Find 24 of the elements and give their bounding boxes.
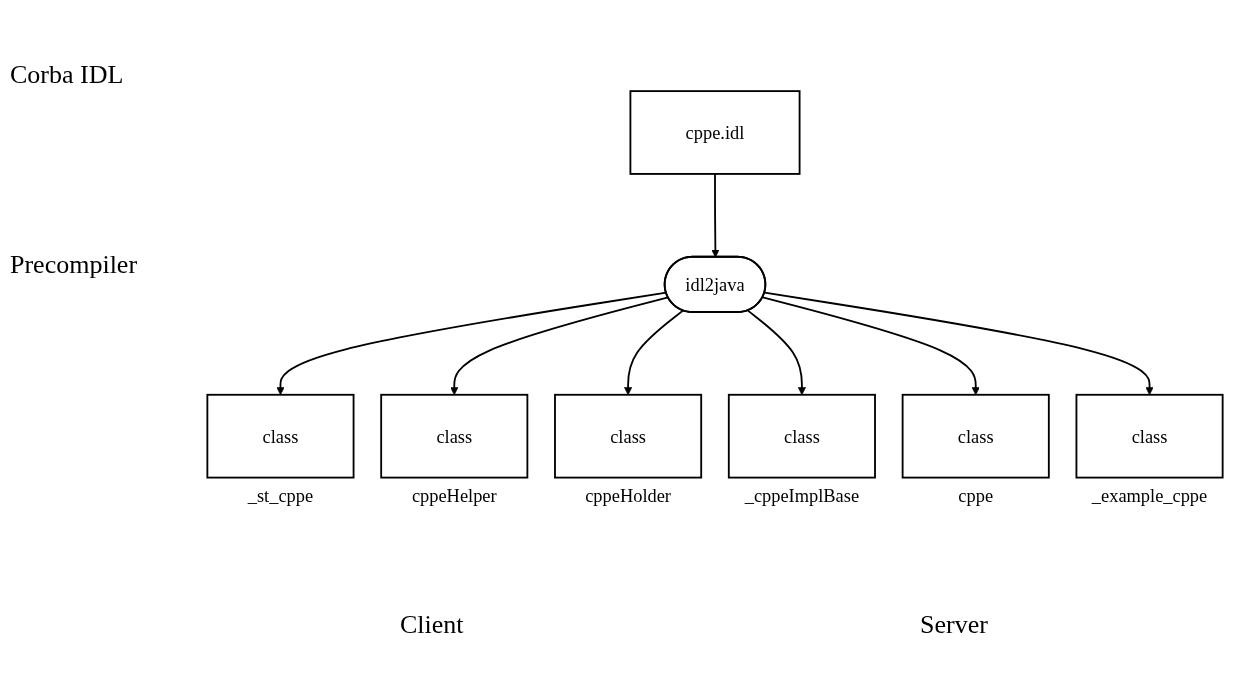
class-name-label: cppeHolder — [585, 485, 671, 506]
class-name-label: _st_cppe — [247, 485, 314, 506]
arrow — [450, 296, 670, 396]
layer-label: Corba IDL — [10, 60, 124, 90]
arrow — [763, 291, 1154, 396]
node-box: cppe.idl — [629, 90, 801, 175]
node-box: class — [901, 393, 1050, 479]
arrow — [761, 296, 980, 396]
node-box: class — [380, 393, 529, 479]
class-name-label: cppe — [958, 485, 994, 506]
group-label: Server — [920, 610, 988, 640]
node-box: class — [1075, 393, 1224, 479]
arrow — [624, 309, 684, 396]
class-name-label: _cppeImplBase — [744, 485, 860, 506]
layer-label: Precompiler — [10, 250, 138, 280]
arrow — [747, 309, 806, 396]
node-box: class — [206, 393, 355, 479]
arrow — [276, 291, 668, 396]
group-label: Client — [400, 610, 464, 640]
node-box: class — [727, 393, 876, 479]
class-name-label: _example_cppe — [1091, 485, 1208, 506]
arrow — [711, 173, 720, 258]
node-box: class — [554, 393, 703, 479]
class-name-label: cppeHelper — [411, 485, 497, 506]
